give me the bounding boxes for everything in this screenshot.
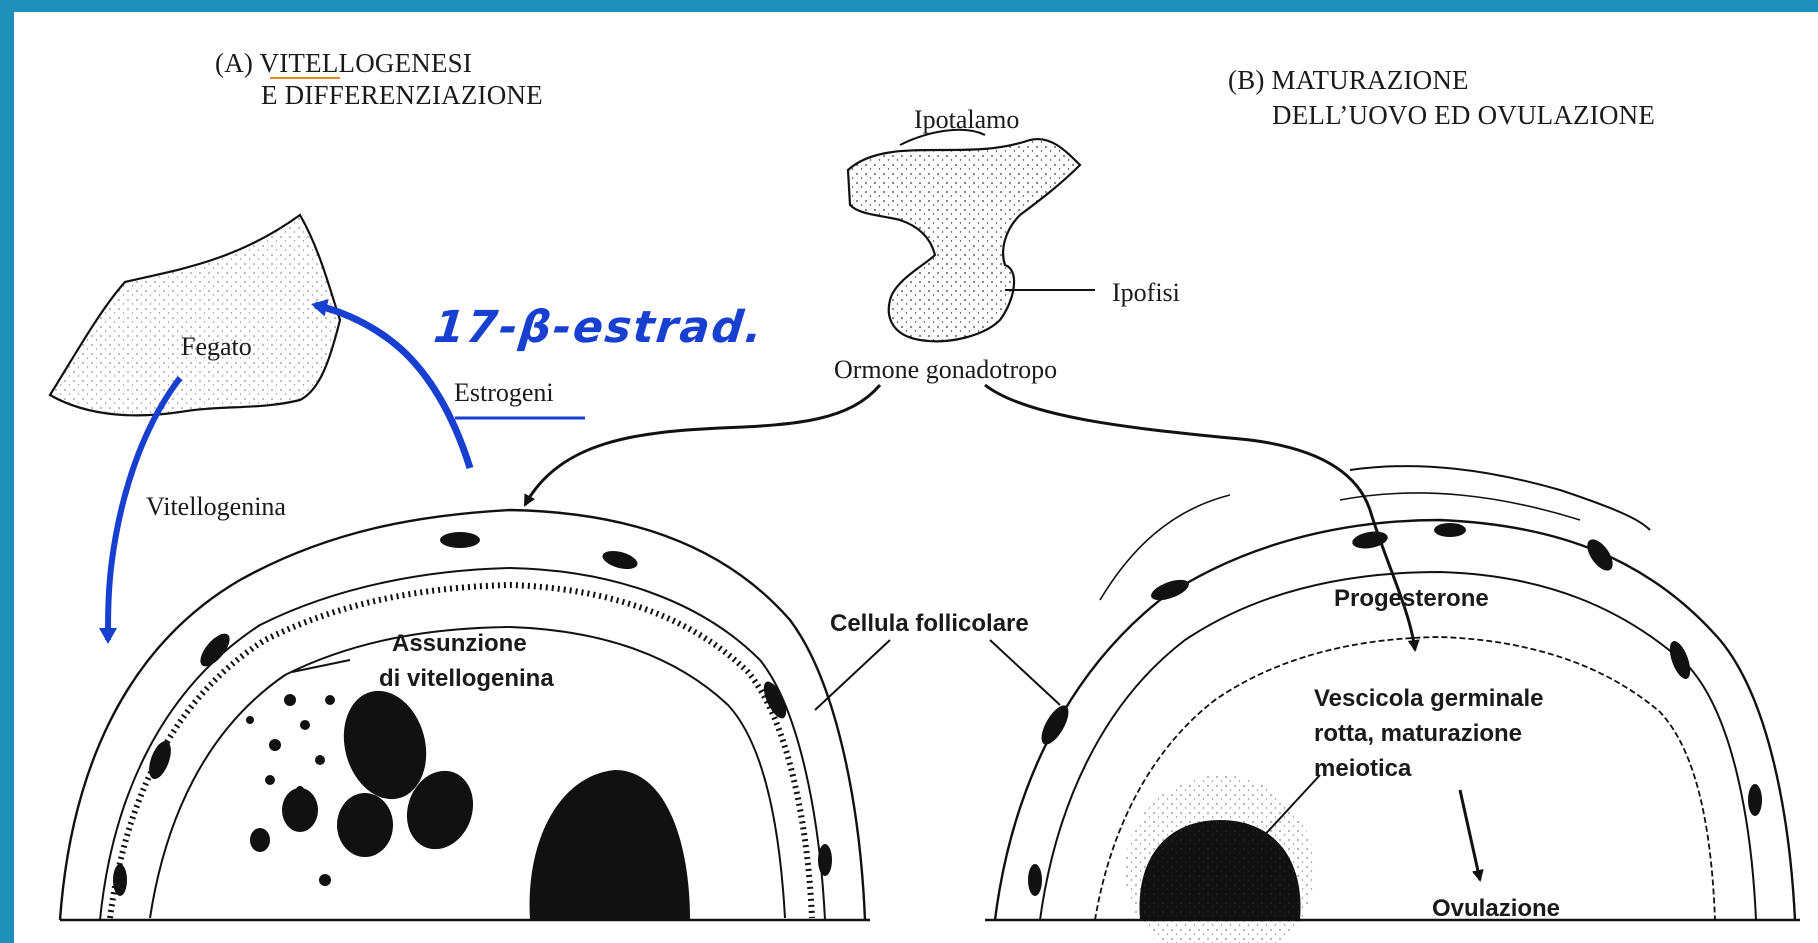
label-cellula-follicolare: Cellula follicolare <box>830 612 1029 636</box>
label-assunzione-line2: di vitellogenina <box>379 667 554 691</box>
diagram-canvas: (A) VITELLOGENESI E DIFFERENZIAZIONE (B)… <box>14 12 1818 943</box>
label-vitellogenina: Vitellogenina <box>146 494 286 520</box>
label-fegato: Fegato <box>181 334 252 360</box>
handwritten-estradiol-note: 17-β-estrad. <box>431 302 766 353</box>
diagram-drawing <box>14 12 1818 943</box>
panel-b-title-line2: DELL’UOVO ED OVULAZIONE <box>1272 102 1655 129</box>
label-vescicola-line1: Vescicola germinale <box>1314 687 1543 711</box>
progesterone-arrow <box>1370 510 1415 650</box>
assunzione-leader <box>292 660 350 672</box>
gonadotropin-arrow-b <box>985 385 1370 510</box>
panel-b-title-line1: (B) MATURAZIONE <box>1228 67 1469 94</box>
label-progesterone: Progesterone <box>1334 587 1489 611</box>
ovulation-arrow <box>1460 790 1480 880</box>
label-vescicola-line3: meiotica <box>1314 757 1411 781</box>
label-ipotalamo: Ipotalamo <box>914 107 1019 133</box>
hypothalamus-pituitary <box>848 130 1080 342</box>
liver-shape <box>50 215 340 415</box>
label-estrogeni: Estrogeni <box>454 380 554 406</box>
follicolare-leader-a <box>815 640 890 710</box>
follicle-a <box>60 510 870 920</box>
panel-a-title-line1: (A) VITELLOGENESI <box>215 50 472 77</box>
follicolare-leader-b <box>990 640 1060 705</box>
label-assunzione-line1: Assunzione <box>392 632 527 656</box>
nucleus-a <box>530 770 690 920</box>
label-ovulazione: Ovulazione <box>1432 897 1560 921</box>
label-ipofisi: Ipofisi <box>1112 280 1180 306</box>
panel-a-title-line2: E DIFFERENZIAZIONE <box>261 82 543 109</box>
label-vescicola-line2: rotta, maturazione <box>1314 722 1522 746</box>
gonadotropin-arrow-a <box>525 385 880 505</box>
label-ormone-gonadotropo: Ormone gonadotropo <box>834 357 1057 383</box>
